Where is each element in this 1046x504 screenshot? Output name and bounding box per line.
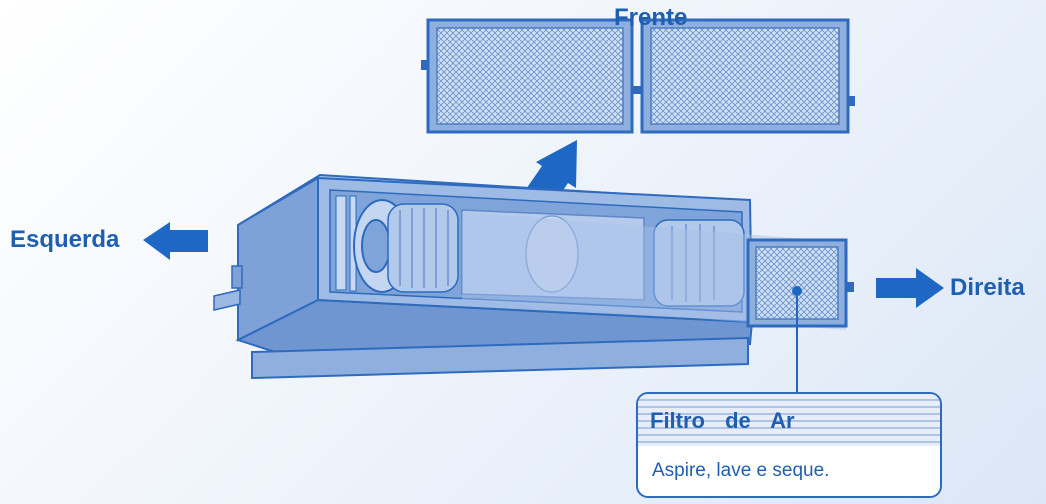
indoor-unit [213,173,754,380]
arrow-left-icon [143,222,208,260]
callout-header: Filtro de Ar [638,394,940,446]
top-filter-right [640,18,855,134]
top-filter-left [421,18,634,134]
arrow-right-icon [876,268,944,308]
filter-connector [631,86,643,94]
callout-title: Filtro de Ar [650,408,795,433]
right-filter [462,212,854,330]
label-right: Direita [950,274,1025,301]
filter-callout: Filtro de Ar Aspire, lave e seque. [636,392,942,498]
label-left: Esquerda [10,226,120,253]
label-front: Frente [614,4,688,31]
callout-pointer [792,286,802,392]
callout-text: Aspire, lave e seque. [652,460,830,481]
